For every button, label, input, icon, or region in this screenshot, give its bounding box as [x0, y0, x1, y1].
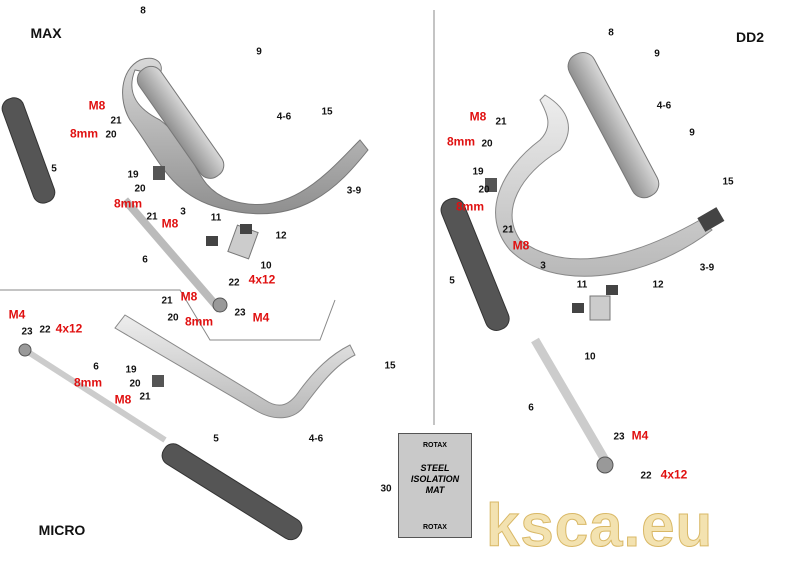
part-label: 11 — [576, 279, 588, 291]
spec-label: M8 — [180, 289, 198, 304]
spec-label: M4 — [252, 310, 270, 325]
section-title-micro: MICRO — [38, 522, 86, 538]
spec-label: 8mm — [69, 126, 99, 141]
rotax-logo-bottom: ROTAX — [423, 524, 447, 531]
part-label: 3 — [180, 206, 186, 218]
spec-label: 4x12 — [248, 272, 276, 287]
part-label: 4-6 — [308, 433, 324, 445]
part-label: 15 — [321, 106, 333, 118]
rotax-logo-top: ROTAX — [423, 442, 447, 449]
dd2-pipe-sleeve — [440, 197, 510, 331]
part-label: 15 — [722, 176, 734, 188]
spec-label: M8 — [469, 109, 487, 124]
part-label: 19 — [472, 166, 484, 178]
part-label: 11 — [210, 212, 222, 224]
micro-exhaust-pipe — [114, 314, 356, 419]
part-label: 6 — [528, 402, 534, 414]
max-pipe-sleeve — [1, 97, 56, 204]
spec-label: 4x12 — [660, 467, 688, 482]
micro-parts — [18, 314, 356, 541]
part-label: 12 — [275, 230, 287, 242]
part-label: 21 — [502, 224, 514, 236]
part-label: 9 — [256, 46, 262, 58]
part-label: 19 — [125, 364, 137, 376]
part-label: 22 — [228, 277, 240, 289]
part-label: 4-6 — [656, 100, 672, 112]
spec-label: M8 — [114, 392, 132, 407]
part-label: 5 — [213, 433, 219, 445]
section-title-max: MAX — [30, 25, 62, 41]
dd2-parts — [440, 52, 725, 474]
part-label: 20 — [134, 183, 146, 195]
spec-label: M4 — [8, 307, 26, 322]
part-label: 20 — [478, 184, 490, 196]
dd2-rod — [531, 337, 609, 463]
part-label: 3-9 — [699, 262, 715, 274]
mat-text: STEEL ISOLATION MAT — [399, 463, 471, 496]
part-label: 23 — [613, 431, 625, 443]
micro-pipe-sleeve — [161, 443, 303, 541]
dd2-exhaust-pipe — [495, 94, 713, 277]
part-label: 12 — [652, 279, 664, 291]
spec-label: 8mm — [446, 134, 476, 149]
mat-text-line: ISOLATION — [410, 474, 460, 484]
part-label: 3 — [540, 260, 546, 272]
part-label: 21 — [139, 391, 151, 403]
spec-label: 8mm — [73, 375, 103, 390]
max-parts — [1, 57, 369, 313]
part-label: 5 — [449, 275, 455, 287]
watermark: ksca.eu — [485, 492, 714, 560]
max-rod — [121, 197, 224, 313]
section-divider-max-micro — [0, 289, 336, 341]
part-label: 23 — [21, 326, 33, 338]
part-label: 21 — [110, 115, 122, 127]
mat-text-line: STEEL — [420, 463, 450, 473]
part-label: 15 — [384, 360, 396, 372]
part-label: 6 — [142, 254, 148, 266]
spec-label: M8 — [512, 238, 530, 253]
part-label: 3-9 — [346, 185, 362, 197]
part-label: 8 — [140, 5, 146, 17]
part-label: 20 — [167, 312, 179, 324]
spec-label: 8mm — [455, 199, 485, 214]
micro-rod — [23, 347, 167, 443]
spec-label: M4 — [631, 428, 649, 443]
part-label: 6 — [93, 361, 99, 373]
part-label: 21 — [161, 295, 173, 307]
dd2-silencer — [567, 52, 660, 199]
part-label: 22 — [39, 324, 51, 336]
part-label: 22 — [640, 470, 652, 482]
part-label: 9 — [689, 127, 695, 139]
max-silencer — [136, 65, 225, 179]
part-label: 9 — [654, 48, 660, 60]
part-label: 21 — [146, 211, 158, 223]
part-label: 8 — [608, 27, 614, 39]
part-label: 19 — [127, 169, 139, 181]
part-label: 4-6 — [276, 111, 292, 123]
spec-label: 4x12 — [55, 321, 83, 336]
part-label: 10 — [584, 351, 596, 363]
spec-label: M8 — [88, 98, 106, 113]
max-rubber-mount — [153, 166, 165, 180]
part-label: 20 — [105, 129, 117, 141]
part-label: 10 — [260, 260, 272, 272]
spec-label: 8mm — [113, 196, 143, 211]
mat-text-line: MAT — [425, 485, 445, 495]
spec-label: 8mm — [184, 314, 214, 329]
part-label: 23 — [234, 307, 246, 319]
section-title-dd2: DD2 — [735, 29, 765, 45]
part-label-mat: 30 — [380, 483, 392, 495]
part-label: 20 — [481, 138, 493, 150]
spec-label: M8 — [161, 216, 179, 231]
part-label: 21 — [495, 116, 507, 128]
part-label: 20 — [129, 378, 141, 390]
part-label: 5 — [51, 163, 57, 175]
steel-isolation-mat: ROTAX STEEL ISOLATION MAT ROTAX — [398, 433, 472, 538]
